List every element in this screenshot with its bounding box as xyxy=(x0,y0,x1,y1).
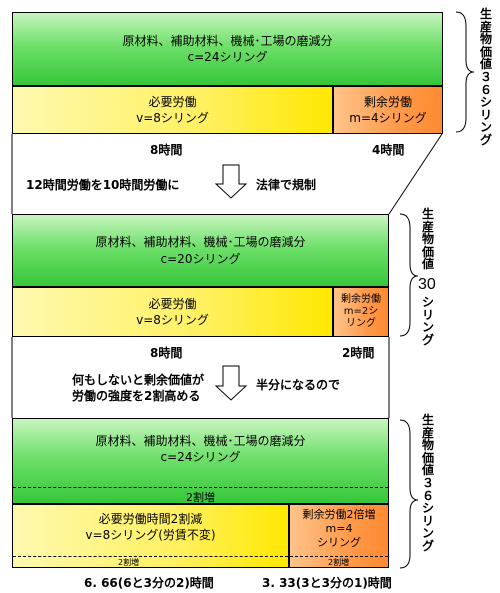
brace-section3 xyxy=(399,419,419,569)
necessary-labor-box-2: 必要労働 v=8シリング xyxy=(12,287,333,337)
constant-increase-label: 2割増 xyxy=(186,491,215,504)
surplus-labor-value: m=2シ xyxy=(343,306,379,317)
constant-capital-value: c=24シリング xyxy=(160,450,241,465)
surplus-labor-label: 剰余労働2倍増 xyxy=(302,508,376,521)
surplus-labor-label: 剰余労働 xyxy=(341,294,381,305)
surplus-labor-value: m=4シリング xyxy=(349,111,427,125)
increase-divider xyxy=(13,487,388,488)
product-value-vertical-2-top: 生産 物価 値 xyxy=(421,207,434,272)
surplus-labor-box-3: 剰余労働2倍増 m=4 シリング 2割増 xyxy=(289,504,389,568)
hours-necessary-3: 6. 66(6と3分の2)時間 xyxy=(84,576,214,590)
transition1-right: 法律で規制 xyxy=(256,178,317,192)
transition2-left-line2: 労働の強度を2割高める xyxy=(72,389,201,403)
constant-capital-label: 原材料、補助材料、機械･工場の磨減分 xyxy=(122,33,333,48)
transition2-left-line1: 何もしないと剰余価値が xyxy=(72,373,205,387)
down-arrow-2 xyxy=(214,365,248,401)
hours-surplus-1: 4時間 xyxy=(372,143,405,157)
constant-capital-label: 原材料、補助材料、機械･工場の磨減分 xyxy=(95,235,306,250)
surplus-labor-box-1: 剰余労働 m=4シリング xyxy=(333,86,443,134)
surplus-increase-label: 2割増 xyxy=(328,558,350,567)
hours-surplus-3: 3. 33(3と3分の1)時間 xyxy=(262,576,392,590)
necessary-labor-label: 必要労働時間2割減 xyxy=(98,512,203,526)
funnel-line xyxy=(388,133,443,215)
constant-capital-box-1: 原材料、補助材料、機械･工場の磨減分 c=24シリング xyxy=(12,12,443,86)
hours-necessary-2: 8時間 xyxy=(150,346,183,360)
necessary-labor-box-1: 必要労働 v=8シリング xyxy=(12,86,333,134)
surplus-labor-label: 剰余労働 xyxy=(363,94,412,109)
increase-divider xyxy=(290,556,388,557)
product-value-vertical-2-bottom: シリ ング xyxy=(421,295,434,347)
necessary-increase-label: 2割増 xyxy=(118,558,140,567)
brace-section1 xyxy=(455,11,475,133)
surplus-labor-value: m=4 xyxy=(325,521,353,535)
increase-divider xyxy=(13,556,288,557)
constant-capital-box-2: 原材料、補助材料、機械･工場の磨減分 c=20シリング xyxy=(12,214,389,287)
necessary-labor-value: v=8シリング xyxy=(136,313,209,327)
hours-necessary-1: 8時間 xyxy=(150,143,183,157)
brace-section2 xyxy=(399,213,419,337)
constant-capital-label: 原材料、補助材料、機械･工場の磨減分 xyxy=(95,434,306,448)
surplus-labor-box-2: 剰余労働 m=2シ リング xyxy=(333,287,389,337)
constant-capital-box-3: 原材料、補助材料、機械･工場の磨減分 c=24シリング 2割増 xyxy=(12,418,389,504)
necessary-labor-label: 必要労働 xyxy=(148,94,197,109)
necessary-labor-value: v=8シリング(労賃不変) xyxy=(85,528,216,543)
transition1-left: 12時間労働を10時間労働に xyxy=(26,178,180,192)
constant-capital-value: c=24シリング xyxy=(187,50,268,64)
surplus-labor-value-cont: リング xyxy=(346,318,376,329)
necessary-labor-label: 必要労働 xyxy=(148,296,197,311)
necessary-labor-box-3: 必要労働時間2割減 v=8シリング(労賃不変) 2割増 xyxy=(12,504,289,568)
down-arrow-1 xyxy=(214,164,248,199)
transition2-right: 半分になるので xyxy=(256,378,341,392)
product-value-number-2: 30 xyxy=(418,276,436,293)
necessary-labor-value: v=8シリング xyxy=(136,111,209,125)
hours-surplus-2: 2時間 xyxy=(342,346,375,360)
constant-capital-value: c=20シリング xyxy=(160,251,241,266)
surplus-labor-value-cont: シリング xyxy=(317,535,361,549)
